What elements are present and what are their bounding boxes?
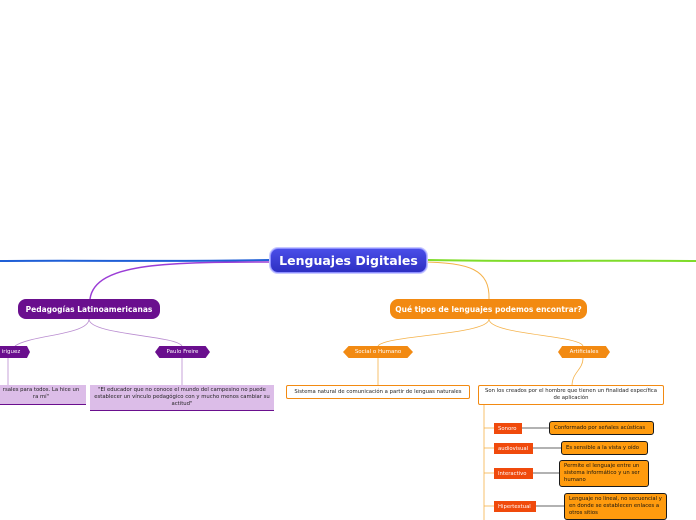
definition-hipertextual[interactable]: Lenguaje no lineal, no secuencial y en d… — [564, 493, 667, 520]
type-hipertextual[interactable]: Hipertextual — [494, 501, 536, 512]
quote-freire[interactable]: "El educador que no conoce el mundo del … — [90, 385, 274, 411]
subtopic-social-label: Social o Humano — [354, 349, 402, 355]
definition-sonoro[interactable]: Conformado por señales acústicas — [549, 421, 654, 435]
connector-root-right-offscreen — [426, 259, 696, 262]
artificial-description-text: Son los creados por el hombre que tienen… — [485, 388, 657, 401]
social-description[interactable]: Sistema natural de comunicación a partir… — [286, 385, 470, 399]
subtopic-freire-label: Paulo Freire — [166, 349, 199, 355]
definition-interactivo[interactable]: Permite el lenguaje entre un sistema inf… — [559, 460, 649, 487]
connector-artificiales-desc — [571, 357, 584, 387]
connector-tipos-social — [377, 318, 490, 347]
type-hipertextual-label: Hipertextual — [498, 503, 531, 510]
topic-pedagogias-label: Pedagogías Latinoamericanas — [25, 304, 153, 314]
quote-iriguez[interactable]: rsales para todos. La hice un ra mí" — [0, 385, 86, 405]
connector-tipos-artificiales — [488, 318, 584, 347]
definition-hipertextual-text: Lenguaje no lineal, no secuencial y en d… — [569, 496, 662, 516]
subtopic-artificiales[interactable]: Artificiales — [558, 346, 610, 358]
root-node[interactable]: Lenguajes Digitales — [270, 248, 427, 273]
type-interactivo-label: Interactivo — [498, 470, 527, 477]
topic-pedagogias[interactable]: Pedagogías Latinoamericanas — [18, 299, 160, 319]
quote-freire-text: "El educador que no conoce el mundo del … — [94, 387, 270, 407]
definition-audiovisual-text: Es sensible a la vista y oído — [566, 444, 640, 451]
connector-root-tipos — [419, 261, 490, 300]
definition-interactivo-text: Permite el lenguaje entre un sistema inf… — [564, 463, 640, 483]
root-label: Lenguajes Digitales — [279, 253, 418, 268]
type-sonoro-label: Sonoro — [498, 425, 517, 432]
social-description-text: Sistema natural de comunicación a partir… — [294, 388, 462, 395]
type-audiovisual[interactable]: audiovisual — [494, 443, 533, 454]
topic-tipos-label: Qué tipos de lenguajes podemos encontrar… — [395, 304, 582, 314]
connector-root-pedagogias — [89, 261, 281, 300]
subtopic-iriguez[interactable]: iriguez — [0, 346, 30, 358]
definition-audiovisual[interactable]: Es sensible a la vista y oído — [561, 441, 648, 455]
quote-iriguez-text: rsales para todos. La hice un ra mí" — [2, 387, 80, 400]
definition-sonoro-text: Conformado por señales acústicas — [554, 424, 646, 431]
subtopic-artificiales-label: Artificiales — [569, 349, 599, 355]
type-interactivo[interactable]: Interactivo — [494, 468, 533, 479]
subtopic-paulo-freire[interactable]: Paulo Freire — [155, 346, 210, 358]
artificial-description[interactable]: Son los creados por el hombre que tienen… — [478, 385, 664, 405]
connector-pedagogias-freire — [88, 318, 183, 347]
type-audiovisual-label: audiovisual — [498, 445, 529, 452]
subtopic-social-humano[interactable]: Social o Humano — [343, 346, 413, 358]
connector-pedagogias-iriguez — [14, 318, 90, 347]
connector-root-left-offscreen — [0, 259, 271, 262]
topic-tipos-lenguajes[interactable]: Qué tipos de lenguajes podemos encontrar… — [390, 299, 587, 319]
subtopic-iriguez-label: iriguez — [1, 349, 21, 355]
type-sonoro[interactable]: Sonoro — [494, 423, 522, 434]
